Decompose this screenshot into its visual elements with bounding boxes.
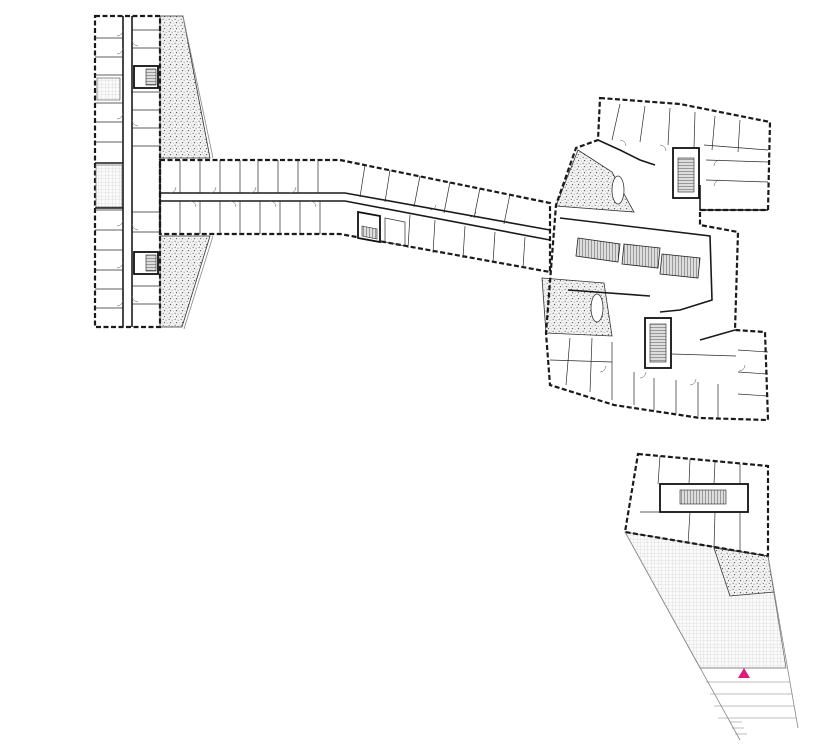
atrium-stair-east — [659, 253, 701, 279]
atrium-stair-west — [575, 237, 621, 263]
south-plaza — [624, 531, 787, 669]
atrium-stair-center — [621, 243, 661, 269]
entrance-triangle-icon — [738, 668, 750, 678]
west-courtyard-south — [159, 235, 211, 328]
connector-outline — [158, 158, 552, 274]
west-lightwell-center — [95, 164, 123, 208]
west-lightwell-north — [96, 77, 121, 101]
south-block — [623, 452, 799, 741]
east-block — [541, 96, 772, 422]
west-wing-outline — [93, 14, 162, 329]
west-wing — [93, 14, 214, 330]
west-courtyard-north — [159, 15, 211, 159]
connector-corridor — [158, 158, 552, 274]
